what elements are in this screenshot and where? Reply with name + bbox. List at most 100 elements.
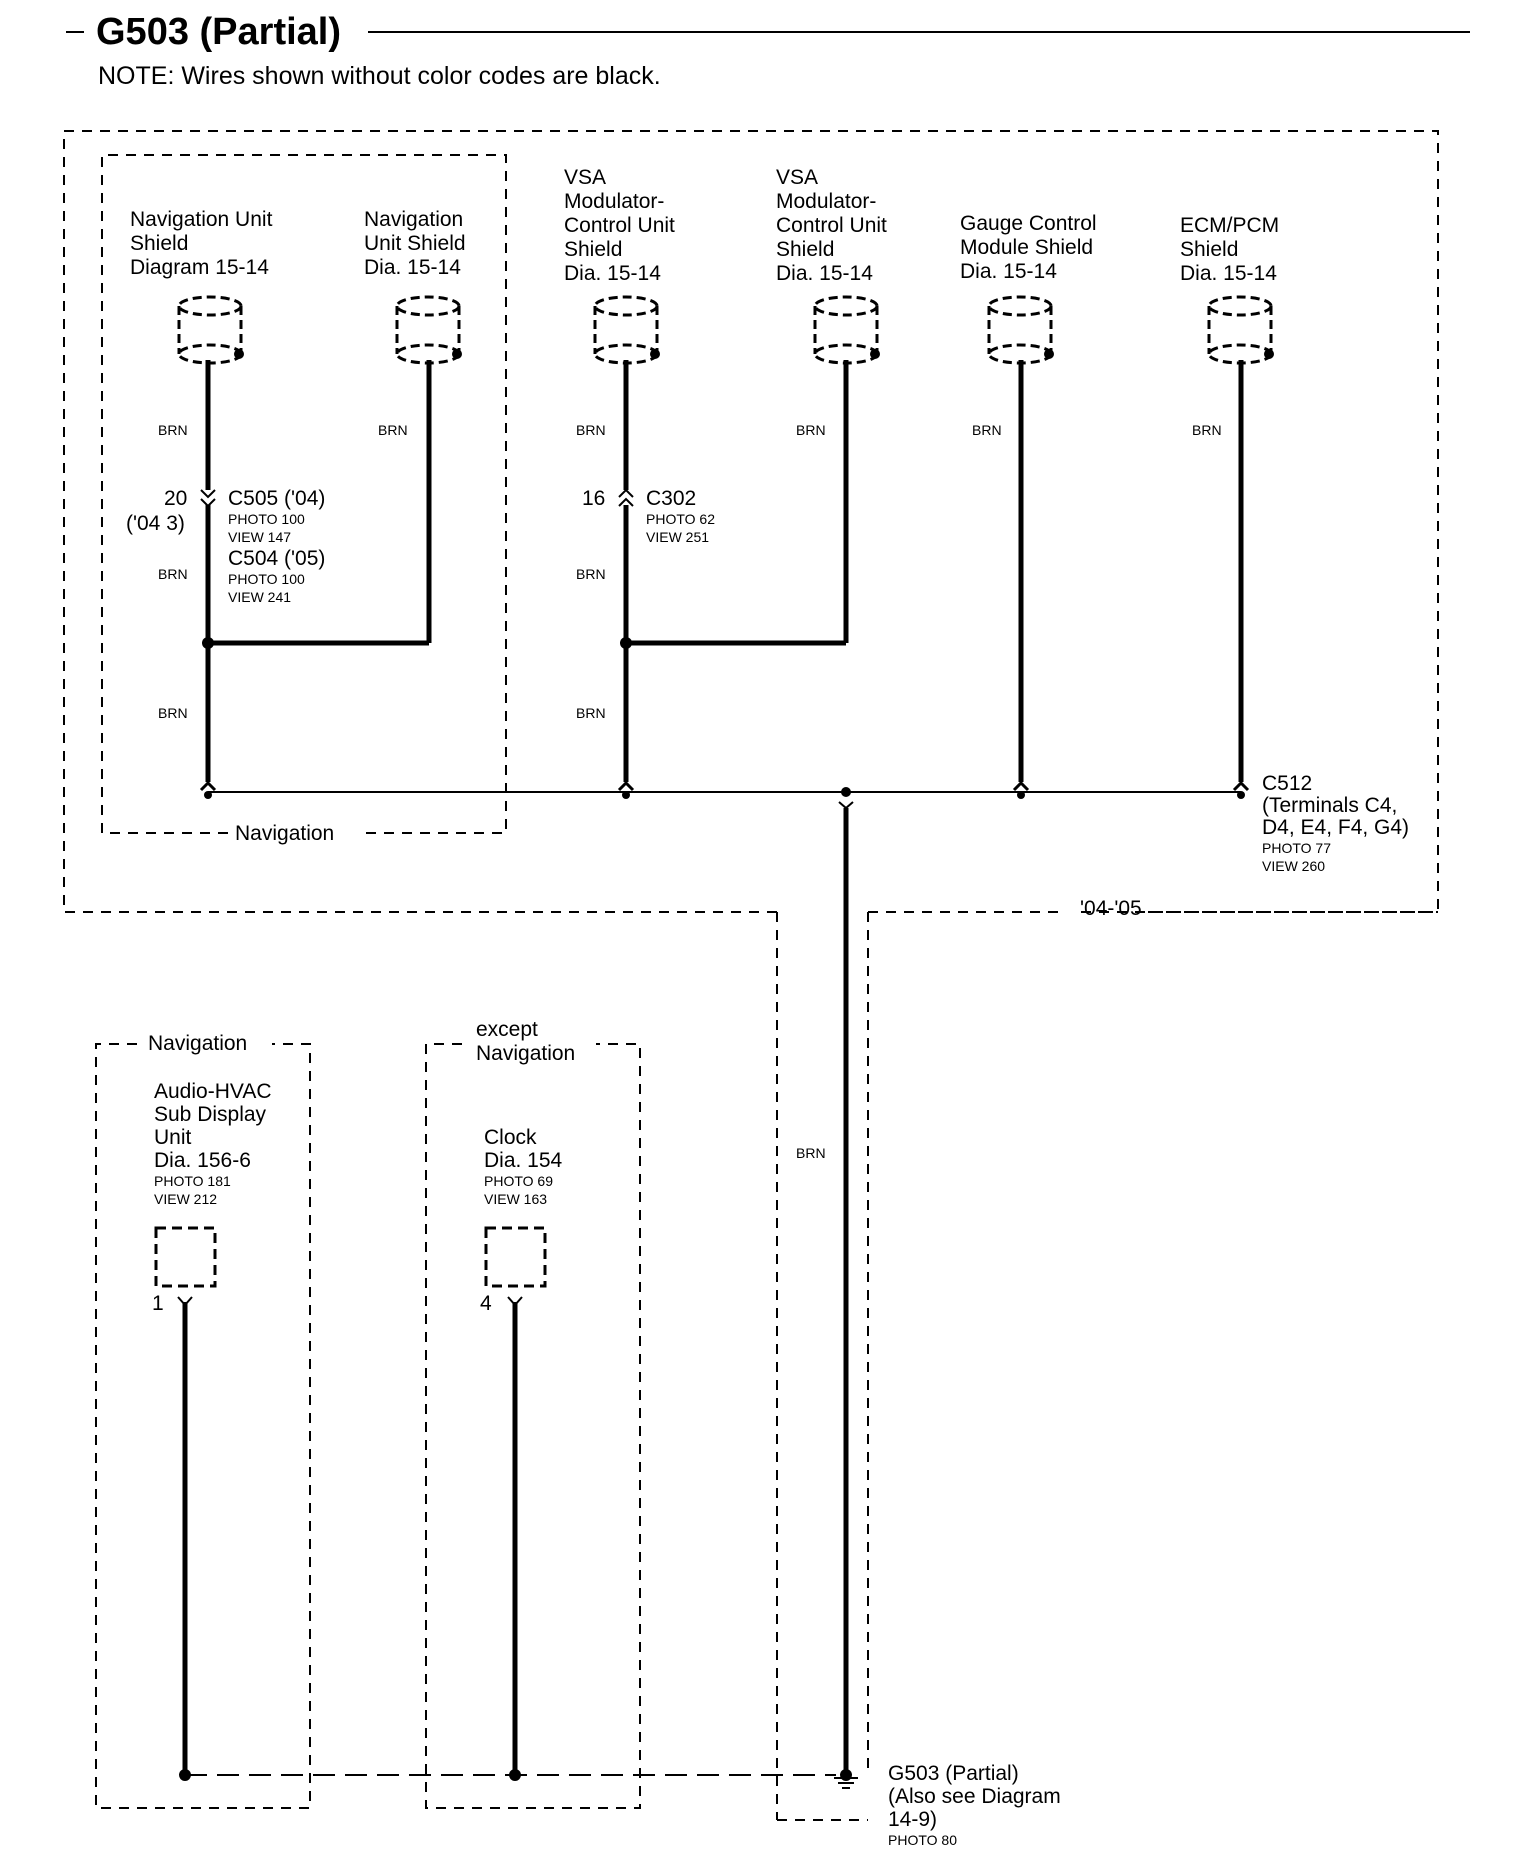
svg-text:Navigation Unit: Navigation Unit: [130, 208, 273, 231]
svg-text:Control Unit: Control Unit: [776, 214, 887, 237]
except-navigation-label-2: Navigation: [476, 1042, 575, 1065]
svg-text:Dia. 156-6: Dia. 156-6: [154, 1149, 251, 1172]
c302-connector-symbol: [618, 488, 634, 507]
svg-text:Navigation: Navigation: [364, 208, 463, 231]
c512-terminal: [1012, 780, 1030, 799]
shield-label-vsa-1: VSA Modulator- Control Unit Shield Dia. …: [564, 166, 675, 285]
shield-label-vsa-2: VSA Modulator- Control Unit Shield Dia. …: [776, 166, 887, 285]
shield-icon: [987, 295, 1054, 365]
wire-color-label: BRN: [158, 705, 188, 721]
shield-icon: [1207, 295, 1274, 365]
c512-terminals-1: (Terminals C4,: [1262, 794, 1397, 817]
svg-text:VSA: VSA: [776, 166, 818, 189]
shield-icon: [395, 295, 462, 365]
c512-terminal: [199, 780, 217, 799]
wire-color-label: BRN: [576, 566, 606, 582]
ground-splice-clock: [509, 1769, 521, 1781]
svg-text:VSA: VSA: [564, 166, 606, 189]
svg-text:Module Shield: Module Shield: [960, 236, 1093, 259]
ground-name: G503 (Partial): [888, 1762, 1019, 1785]
wire-color-label: BRN: [972, 422, 1002, 438]
svg-text:Dia. 15-14: Dia. 15-14: [776, 262, 873, 285]
svg-text:Dia. 154: Dia. 154: [484, 1149, 563, 1172]
wire-color-label: BRN: [576, 422, 606, 438]
wire-color-label: BRN: [1192, 422, 1222, 438]
svg-text:Control Unit: Control Unit: [564, 214, 675, 237]
ground-note-2: 14-9): [888, 1808, 937, 1831]
audio-hvac-component-box: [154, 1226, 217, 1288]
wire-color-label: BRN: [576, 705, 606, 721]
wire-color-label: BRN: [378, 422, 408, 438]
c505-pin-number: 20: [164, 487, 187, 510]
splice-point: [620, 637, 632, 649]
svg-text:Audio-HVAC: Audio-HVAC: [154, 1080, 272, 1103]
except-navigation-boundary: [425, 1043, 641, 1809]
c512-view: VIEW 260: [1262, 858, 1325, 874]
shield-icon: [593, 295, 660, 365]
bus-splice-point: [841, 787, 851, 797]
shield-icon: [177, 295, 244, 365]
ground-photo: PHOTO 80: [888, 1832, 957, 1848]
except-navigation-label-1: except: [476, 1018, 538, 1041]
svg-text:Dia. 15-14: Dia. 15-14: [960, 260, 1057, 283]
c504-name: C504 ('05): [228, 547, 325, 570]
ground-icon: [834, 1769, 858, 1789]
ground-note-1: (Also see Diagram: [888, 1785, 1061, 1808]
svg-text:PHOTO 181: PHOTO 181: [154, 1173, 231, 1189]
c512-name: C512: [1262, 772, 1312, 795]
wire-color-label: BRN: [158, 566, 188, 582]
c512-terminal: [617, 780, 635, 799]
svg-text:Diagram 15-14: Diagram 15-14: [130, 256, 269, 279]
c512-connector-terminals: [199, 780, 1250, 799]
svg-text:Modulator-: Modulator-: [776, 190, 876, 213]
c512-terminals-2: D4, E4, F4, G4): [1262, 816, 1409, 839]
svg-text:VIEW 212: VIEW 212: [154, 1191, 217, 1207]
wire-color-label: BRN: [796, 1145, 826, 1161]
svg-text:Shield: Shield: [1180, 238, 1238, 261]
c302-name: C302: [646, 487, 696, 510]
wire-color-note: NOTE: Wires shown without color codes ar…: [98, 62, 661, 90]
c512-photo: PHOTO 77: [1262, 840, 1331, 856]
c302-view: VIEW 251: [646, 529, 709, 545]
svg-text:Clock: Clock: [484, 1126, 537, 1149]
c505-connector-symbol: [200, 489, 216, 508]
shield-label-ecm: ECM/PCM Shield Dia. 15-14: [1180, 214, 1279, 285]
navigation-boundary: [101, 154, 507, 834]
shield-label-nav-unit-2: Navigation Unit Shield Dia. 15-14: [364, 208, 466, 279]
svg-text:Sub Display: Sub Display: [154, 1103, 267, 1126]
navigation-bottom-label: Navigation: [148, 1032, 247, 1055]
shield-icon: [813, 295, 880, 365]
wire-color-label: BRN: [796, 422, 826, 438]
svg-text:Dia. 15-14: Dia. 15-14: [364, 256, 461, 279]
splice-point: [202, 637, 214, 649]
shield-label-gauge: Gauge Control Module Shield Dia. 15-14: [960, 212, 1097, 283]
svg-text:Dia. 15-14: Dia. 15-14: [564, 262, 661, 285]
svg-text:PHOTO 69: PHOTO 69: [484, 1173, 553, 1189]
svg-text:Unit: Unit: [154, 1126, 192, 1149]
c504-view: VIEW 241: [228, 589, 291, 605]
c505-view: VIEW 147: [228, 529, 291, 545]
year-range-label: '04-'05: [1080, 897, 1142, 920]
svg-text:Unit Shield: Unit Shield: [364, 232, 466, 255]
clock-component-box: [484, 1226, 547, 1288]
shield-label-nav-unit: Navigation Unit Shield Diagram 15-14: [130, 208, 273, 279]
c505-pin-alt: ('04 3): [126, 512, 185, 535]
c504-photo: PHOTO 100: [228, 571, 305, 587]
year-range-boundary: [63, 130, 1439, 913]
svg-text:Dia. 15-14: Dia. 15-14: [1180, 262, 1277, 285]
svg-text:Shield: Shield: [564, 238, 622, 261]
svg-text:Shield: Shield: [776, 238, 834, 261]
svg-text:ECM/PCM: ECM/PCM: [1180, 214, 1279, 237]
navigation-bottom-boundary: [95, 1043, 311, 1809]
wire-color-label: BRN: [158, 422, 188, 438]
c302-photo: PHOTO 62: [646, 511, 715, 527]
svg-text:Shield: Shield: [130, 232, 188, 255]
ground-splice-audio: [179, 1769, 191, 1781]
page-title: G503 (Partial): [96, 11, 341, 53]
c512-terminal: [1232, 780, 1250, 799]
c505-photo: PHOTO 100: [228, 511, 305, 527]
c302-pin-number: 16: [582, 487, 605, 510]
navigation-group-label: Navigation: [235, 822, 334, 845]
shield-symbols: [177, 295, 1274, 365]
